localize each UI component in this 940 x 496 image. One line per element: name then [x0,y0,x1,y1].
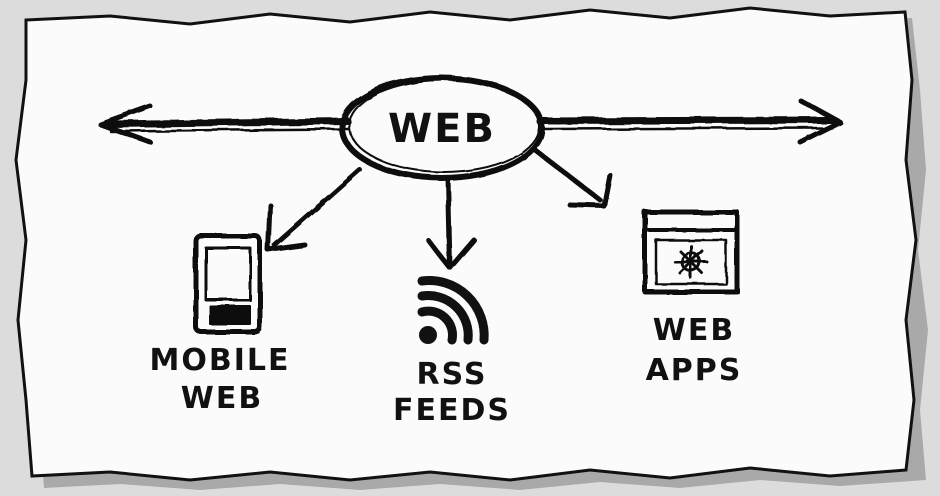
web-app-window-icon [642,209,740,295]
arrow-to-mobile-web [265,167,363,253]
arrow-to-rss-feeds [425,175,477,271]
rss-feed-icon [417,276,489,345]
web-apps-label-line1: WEB [653,313,735,348]
mobile-web-label-line1: MOBILE [150,343,291,378]
gear-icon [673,244,709,280]
arrow-to-web-apps [532,147,613,209]
left-arrowhead [97,103,153,145]
right-arrowhead [797,97,843,145]
web-apps-label-line2: APPS [646,353,743,388]
rss-feeds-label-line2: FEEDS [393,393,511,428]
web-node [339,75,545,181]
center-label: WEB [388,106,496,152]
rss-feeds-label-line1: RSS [417,357,488,392]
mobile-phone-icon [193,233,263,335]
mobile-web-label-line2: WEB [181,381,263,416]
paper-card [14,6,918,482]
horizontal-double-arrow [97,97,843,145]
